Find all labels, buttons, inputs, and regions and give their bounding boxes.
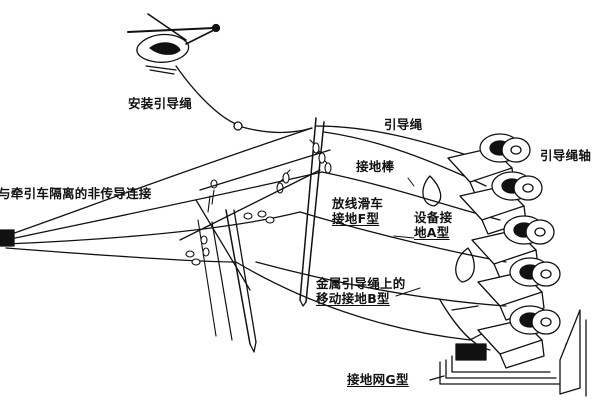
metal-rope-line1: 金属引导绳上的 xyxy=(316,276,406,291)
grounding-grid xyxy=(429,309,587,397)
metal-rope-line2: 移动接地B型 xyxy=(316,291,390,306)
stringing-pulley-line1: 放线滑车 xyxy=(332,196,384,211)
equipment-ground-label: 设备接 地A型 xyxy=(414,210,452,240)
pilot-rope-reel-label: 引导绳轴 xyxy=(540,148,592,163)
pilot-rope-reels xyxy=(447,133,561,369)
equipment-ground-line2: 地A型 xyxy=(414,225,450,240)
pulley-chains xyxy=(185,139,332,266)
tractor-connector xyxy=(0,229,15,247)
grounding-rod-label: 接地棒 xyxy=(356,159,395,174)
install-pilot-rope-label: 安装引导绳 xyxy=(128,96,193,111)
stringing-pulley-line2: 接地F型 xyxy=(332,211,380,226)
stringing-pulley-label: 放线滑车 接地F型 xyxy=(332,196,383,226)
pilot-rope-label: 引导绳 xyxy=(384,117,423,132)
equipment-ground-line1: 设备接 xyxy=(414,210,453,225)
grounding-grid-label: 接地网G型 xyxy=(347,372,409,387)
pilot-rope-end xyxy=(233,121,243,131)
tractor-isolation-label: 与牵引车隔离的非传导连接 xyxy=(0,186,152,201)
helicopter-icon xyxy=(127,13,221,75)
metal-rope-ground-label: 金属引导绳上的 移动接地B型 xyxy=(316,276,406,306)
